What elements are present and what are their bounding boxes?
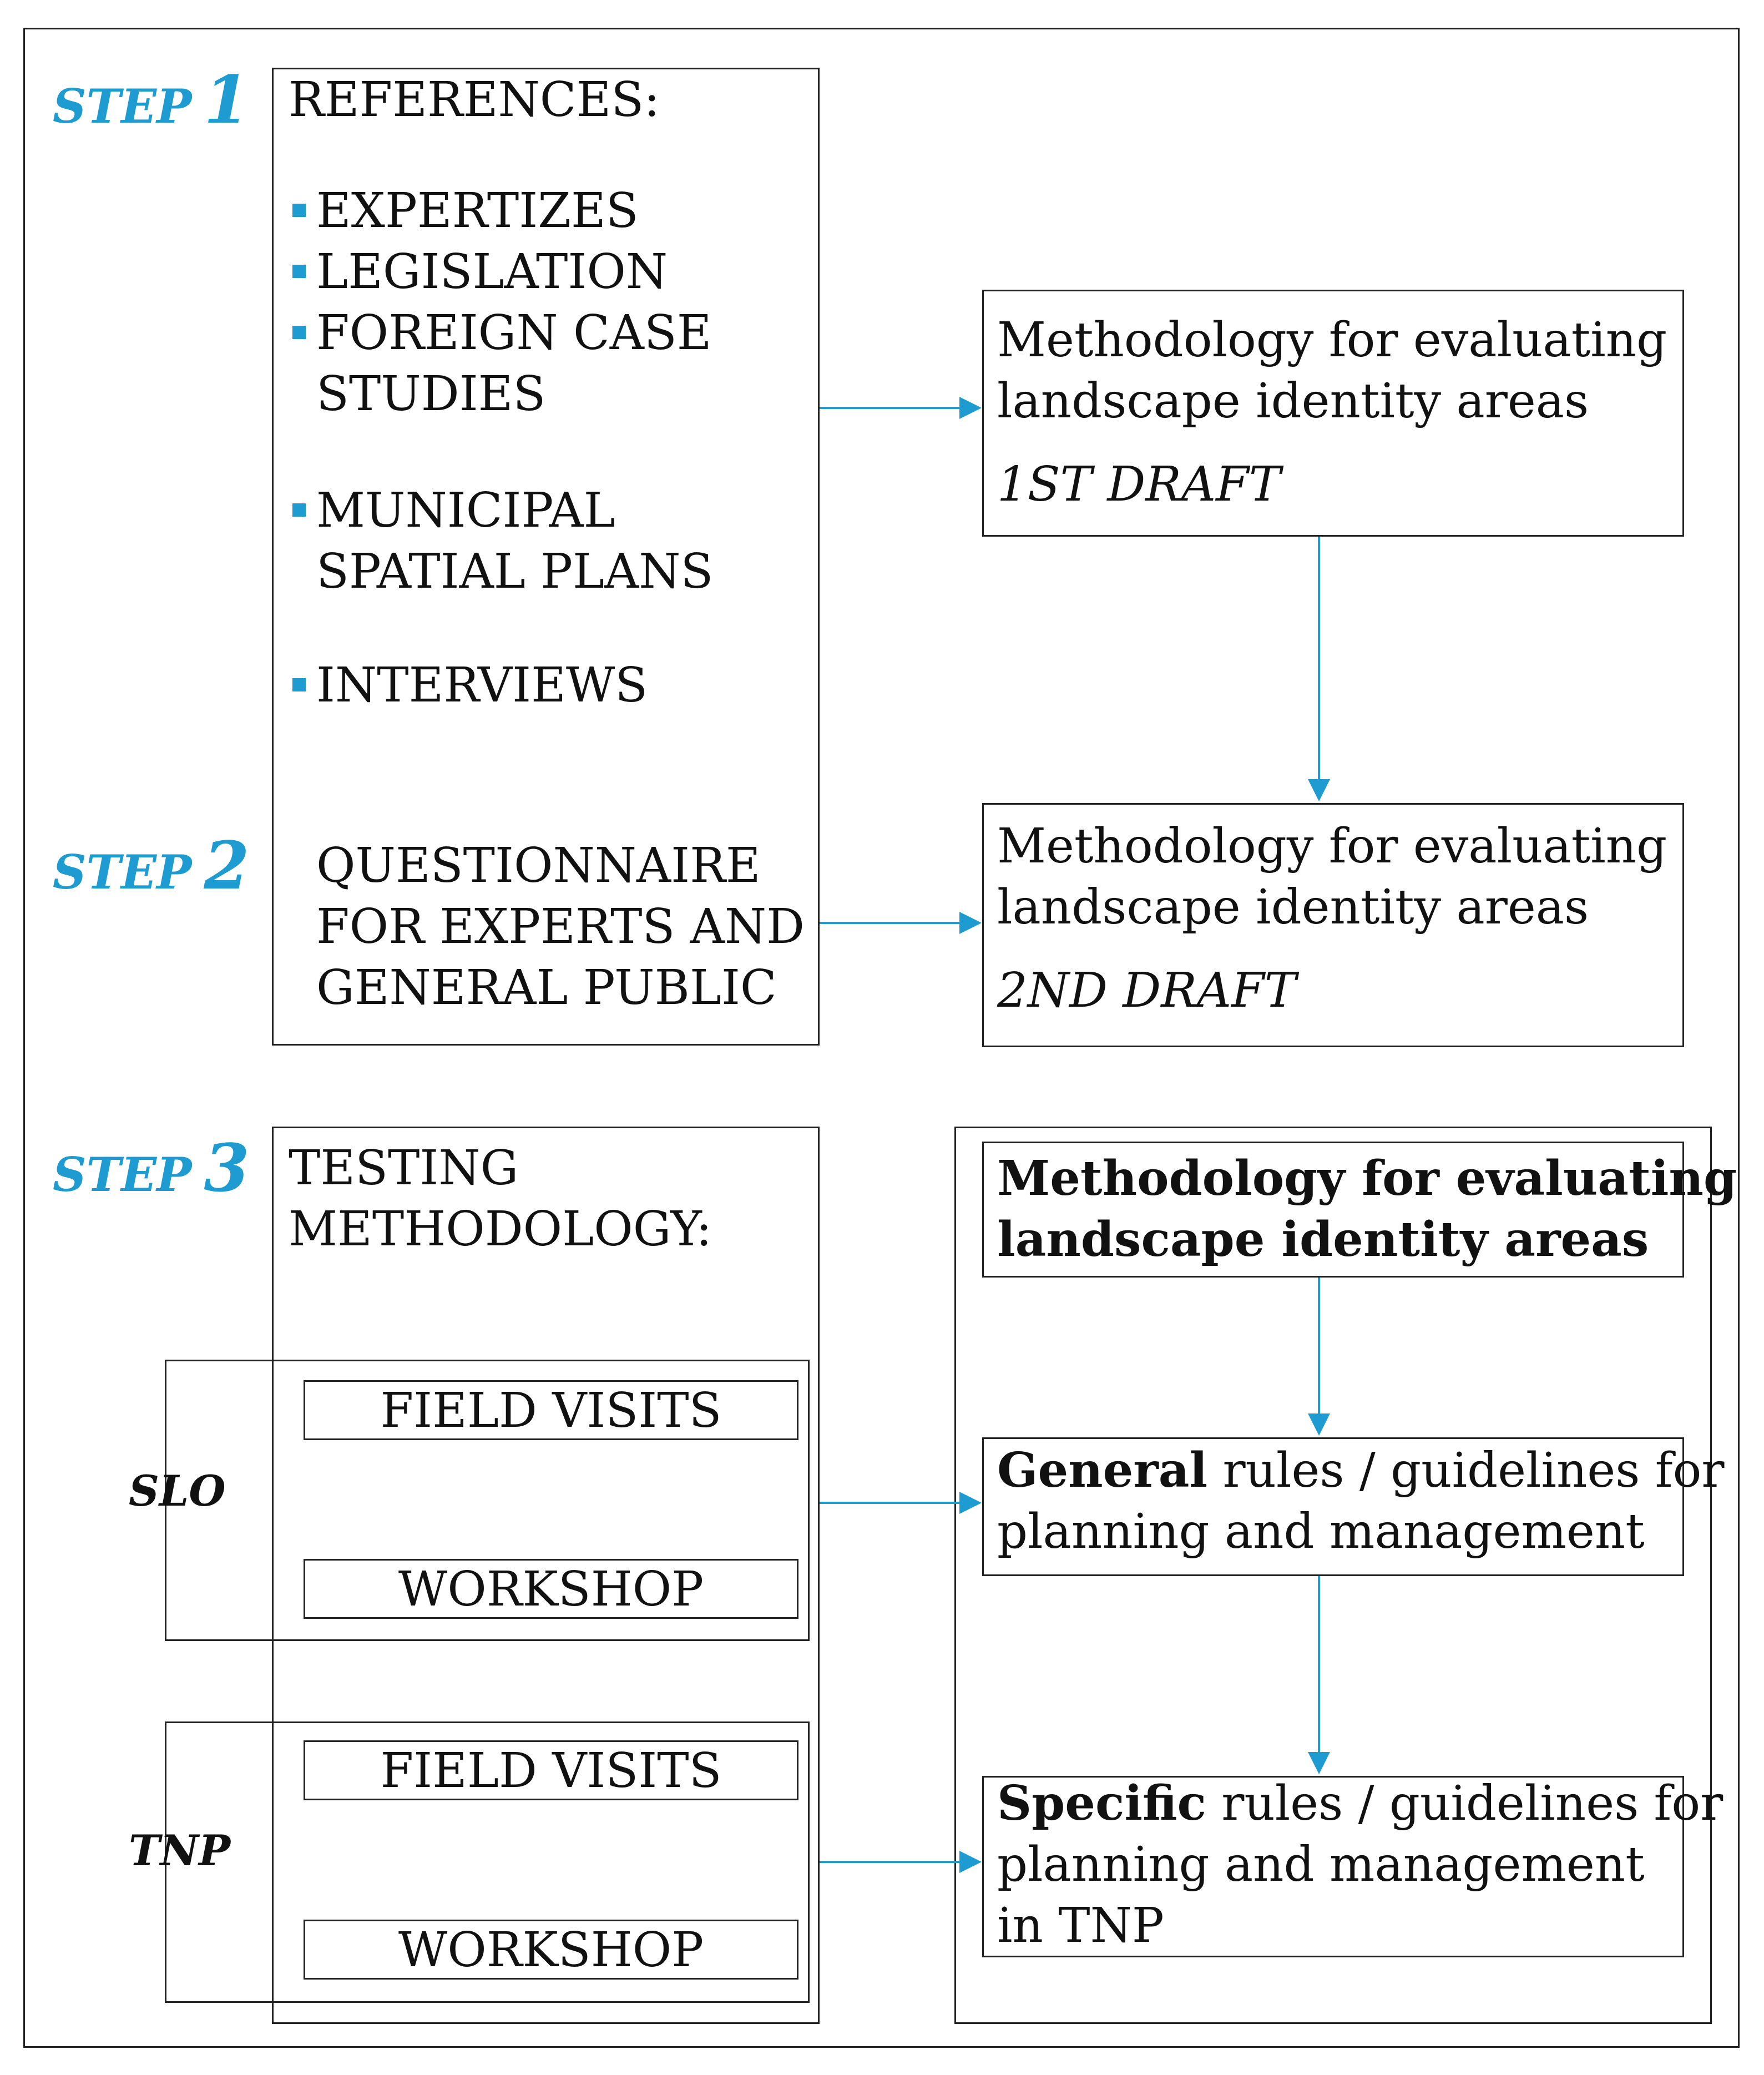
final-methodology-line: landscape identity areas bbox=[997, 1211, 1649, 1268]
step-word: STEP bbox=[53, 79, 192, 134]
tnp-label: TNP bbox=[129, 1826, 231, 1875]
step-number: 2 bbox=[204, 827, 250, 904]
final-methodology-line: Methodology for evaluating bbox=[997, 1150, 1737, 1206]
general-rules-rest: rules / guidelines for bbox=[1207, 1443, 1725, 1498]
draft-2-box bbox=[982, 803, 1684, 1047]
workshop-label: WORKSHOP bbox=[398, 1562, 704, 1617]
questionnaire-line: FOR EXPERTS AND bbox=[316, 899, 805, 955]
general-rules-line2: planning and management bbox=[997, 1504, 1645, 1559]
questionnaire-line: GENERAL PUBLIC bbox=[316, 960, 777, 1016]
reference-item: LEGISLATION bbox=[316, 244, 668, 300]
reference-item: FOREIGN CASE bbox=[316, 305, 712, 361]
references-title: REFERENCES: bbox=[289, 72, 660, 128]
field-visits-box bbox=[304, 1740, 798, 1800]
specific-rules-rest: rules / guidelines for bbox=[1206, 1776, 1723, 1831]
bullet-icon bbox=[292, 204, 306, 217]
step-number: 3 bbox=[204, 1129, 250, 1206]
draft-1-line: landscape identity areas bbox=[997, 373, 1589, 429]
reference-item: EXPERTIZES bbox=[316, 183, 639, 239]
testing-title: TESTING bbox=[289, 1140, 519, 1196]
specific-rules-box bbox=[982, 1776, 1684, 1957]
specific-rules-line: Specific rules / guidelines for bbox=[997, 1773, 1723, 1835]
reference-item: INTERVIEWS bbox=[316, 658, 648, 713]
reference-item-cont: SPATIAL PLANS bbox=[316, 544, 714, 599]
draft-1-box bbox=[982, 290, 1684, 537]
specific-rules-bold: Specific bbox=[997, 1775, 1206, 1831]
testing-box bbox=[272, 1127, 820, 2024]
specific-rules-line3: in TNP bbox=[997, 1898, 1164, 1953]
bullet-icon bbox=[292, 265, 306, 278]
draft-1-label: 1ST DRAFT bbox=[997, 457, 1281, 512]
field-visits-label: FIELD VISITS bbox=[380, 1743, 722, 1799]
general-rules-line: General rules / guidelines for bbox=[997, 1440, 1725, 1502]
draft-2-line: Methodology for evaluating bbox=[997, 819, 1667, 874]
tnp-group bbox=[165, 1721, 810, 2003]
outer-frame bbox=[23, 28, 1740, 2048]
reference-item-cont: STUDIES bbox=[316, 366, 546, 422]
draft-2-line: landscape identity areas bbox=[997, 880, 1589, 935]
questionnaire-line: QUESTIONNAIRE bbox=[316, 838, 761, 893]
workshop-label: WORKSHOP bbox=[398, 1922, 704, 1978]
general-rules-bold: General bbox=[997, 1442, 1208, 1498]
final-methodology-box bbox=[982, 1142, 1684, 1278]
slo-group bbox=[165, 1360, 810, 1641]
specific-rules-line2: planning and management bbox=[997, 1837, 1645, 1892]
slo-label: SLO bbox=[129, 1466, 226, 1516]
step-number: 1 bbox=[204, 61, 250, 138]
final-container bbox=[954, 1127, 1712, 2024]
bullet-icon bbox=[292, 326, 306, 339]
draft-1-line: Methodology for evaluating bbox=[997, 312, 1667, 368]
step-word: STEP bbox=[53, 845, 192, 900]
draft-2-label: 2ND DRAFT bbox=[997, 963, 1297, 1018]
bullet-icon bbox=[292, 678, 306, 691]
step-word: STEP bbox=[53, 1147, 192, 1202]
field-visits-label: FIELD VISITS bbox=[380, 1383, 722, 1438]
workshop-box bbox=[304, 1559, 798, 1619]
workshop-box bbox=[304, 1920, 798, 1980]
field-visits-box bbox=[304, 1380, 798, 1440]
references-box bbox=[272, 68, 820, 1046]
reference-item: MUNICIPAL bbox=[316, 483, 615, 538]
testing-title: METHODOLOGY: bbox=[289, 1201, 712, 1257]
general-rules-box bbox=[982, 1437, 1684, 1576]
bullet-icon bbox=[292, 503, 306, 517]
